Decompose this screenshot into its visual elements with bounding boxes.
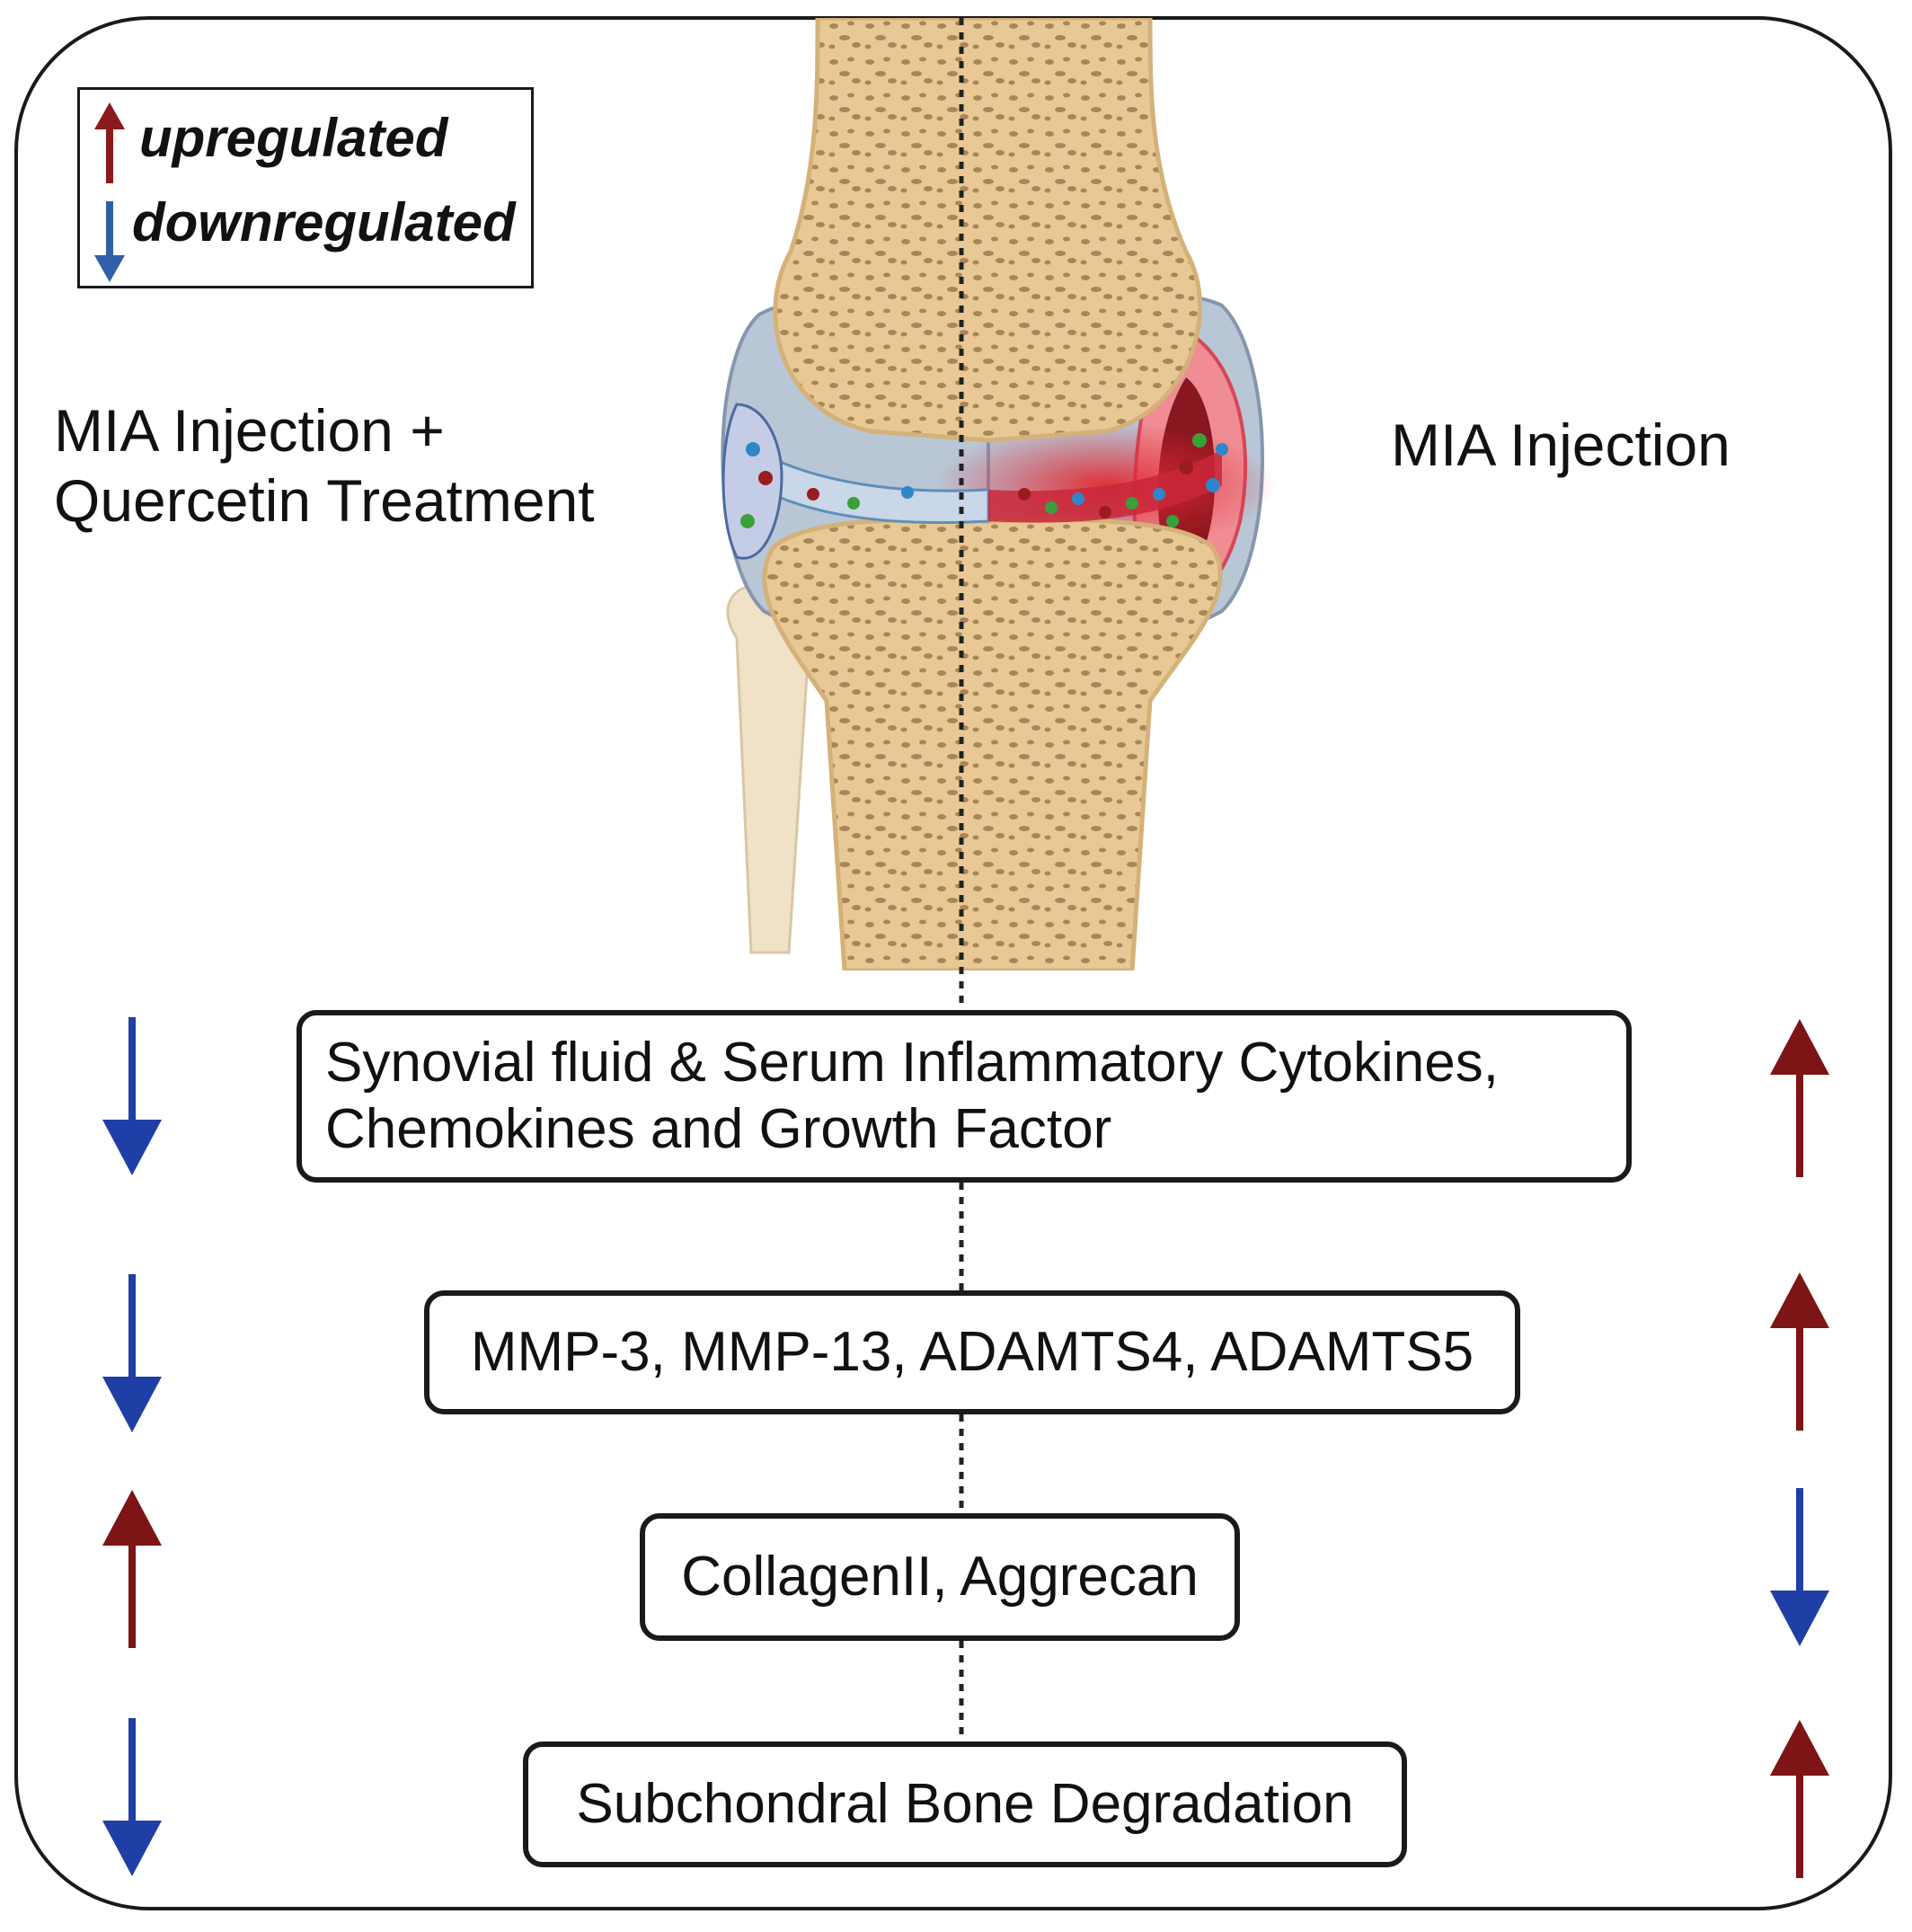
femur-bone <box>773 18 1202 443</box>
treatment-group-label-line1: MIA Injection + <box>54 397 445 464</box>
up-arrow-icon <box>1770 1019 1829 1177</box>
mmp-adamts-box: MMP-3, MMP-13, ADAMTS4, ADAMTS5 <box>424 1290 1520 1414</box>
down-arrow-icon <box>102 1274 162 1432</box>
legend-upregulated-label: upregulated <box>139 108 448 168</box>
up-arrow-icon <box>94 102 125 183</box>
up-arrow-icon <box>102 1490 162 1648</box>
down-arrow-icon <box>102 1718 162 1876</box>
bone-degradation-box: Subchondral Bone Degradation <box>523 1741 1407 1867</box>
inflammatory-cells <box>740 433 1228 528</box>
collagen-aggrecan-box: CollagenII, Aggrecan <box>640 1513 1240 1641</box>
knee-joint-illustration <box>721 18 1276 970</box>
cytokines-box: Synovial fluid & Serum Inflammatory Cyto… <box>297 1010 1632 1183</box>
down-arrow-icon <box>94 201 125 282</box>
treatment-group-label: MIA Injection + Quercetin Treatment <box>54 395 595 536</box>
injection-group-label: MIA Injection <box>1391 412 1731 478</box>
synovial-fluid-left <box>721 403 783 560</box>
legend: upregulated downregulated <box>77 87 534 288</box>
down-arrow-icon <box>102 1017 162 1175</box>
treatment-group-label-line2: Quercetin Treatment <box>54 467 595 534</box>
up-arrow-icon <box>1770 1720 1829 1878</box>
cytokines-box-line1: Synovial fluid & Serum Inflammatory Cyto… <box>325 1032 1499 1094</box>
cytokines-box-line2: Chemokines and Growth Factor <box>325 1098 1112 1160</box>
down-arrow-icon <box>1770 1488 1829 1646</box>
up-arrow-icon <box>1770 1272 1829 1431</box>
legend-downregulated-label: downregulated <box>132 192 516 253</box>
tibia-bone <box>762 517 1223 970</box>
